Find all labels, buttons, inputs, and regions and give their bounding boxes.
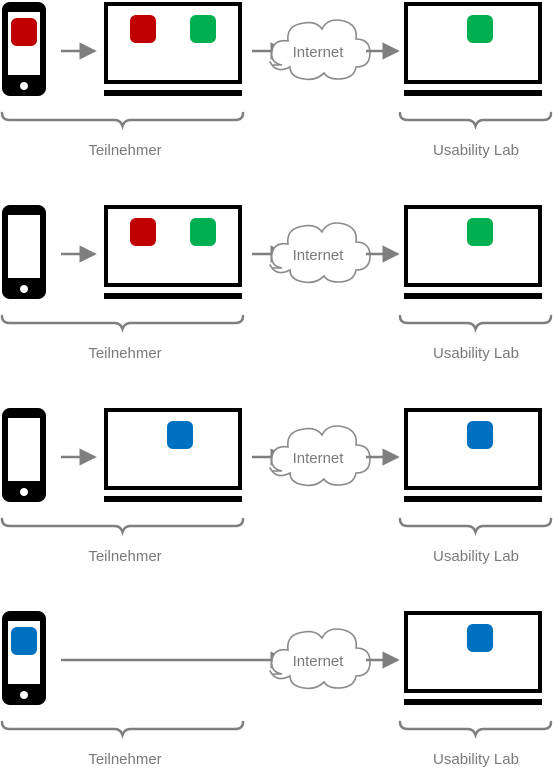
brace: [0, 720, 245, 739]
app-square-icon-green: [467, 15, 493, 43]
app-square-icon-red: [130, 15, 156, 43]
participant-label: Teilnehmer: [88, 548, 161, 565]
cloud-outline: [269, 628, 371, 690]
laptop-base: [404, 90, 542, 96]
cloud-label: Internet: [293, 44, 345, 61]
phone-screen: [8, 215, 40, 278]
app-square-icon-blue: [167, 421, 193, 449]
laptop-base: [104, 293, 242, 299]
cloud-label: Internet: [293, 450, 345, 467]
usability-lab-label: Usability Lab: [433, 142, 519, 159]
usability-lab-label: Usability Lab: [433, 751, 519, 768]
phone-home-button: [20, 82, 28, 90]
phone-home-button: [20, 691, 28, 699]
usability-lab-label: Usability Lab: [433, 548, 519, 565]
laptop-icon: [404, 2, 542, 96]
participant-label: Teilnehmer: [88, 345, 161, 362]
cloud-label: Internet: [293, 247, 345, 264]
laptop-icon: [404, 205, 542, 299]
cloud-outline: [269, 425, 371, 487]
brace: [398, 517, 553, 536]
laptop-base: [104, 496, 242, 502]
laptop-base: [404, 496, 542, 502]
laptop-icon: [104, 2, 242, 96]
cloud-icon: Internet: [269, 425, 371, 487]
laptop-screen: [104, 205, 242, 287]
cloud-icon: Internet: [269, 628, 371, 690]
cloud-outline: [269, 222, 371, 284]
brace: [0, 314, 245, 333]
brace: [0, 517, 245, 536]
cloud-outline: [269, 19, 371, 81]
cloud-icon: Internet: [269, 19, 371, 81]
app-square-icon-red: [11, 18, 37, 46]
laptop-base: [104, 90, 242, 96]
laptop-icon: [404, 408, 542, 502]
laptop-icon: [104, 205, 242, 299]
smartphone-icon: [2, 408, 46, 502]
app-square-icon-green: [467, 218, 493, 246]
participant-label: Teilnehmer: [88, 751, 161, 768]
laptop-icon: [104, 408, 242, 502]
app-square-icon-blue: [467, 624, 493, 652]
brace: [398, 314, 553, 333]
smartphone-icon: [2, 205, 46, 299]
laptop-screen: [104, 2, 242, 84]
phone-screen: [8, 418, 40, 481]
smartphone-icon: [2, 611, 46, 705]
phone-home-button: [20, 285, 28, 293]
phone-home-button: [20, 488, 28, 496]
laptop-base: [404, 293, 542, 299]
laptop-base: [404, 699, 542, 705]
app-square-icon-blue: [467, 421, 493, 449]
cloud-label: Internet: [293, 653, 345, 670]
usability-lab-label: Usability Lab: [433, 345, 519, 362]
laptop-icon: [404, 611, 542, 705]
app-square-icon-red: [130, 218, 156, 246]
brace: [398, 720, 553, 739]
smartphone-icon: [2, 2, 46, 96]
brace: [398, 111, 553, 130]
app-square-icon-blue: [11, 627, 37, 655]
app-square-icon-green: [190, 218, 216, 246]
participant-label: Teilnehmer: [88, 142, 161, 159]
app-square-icon-green: [190, 15, 216, 43]
cloud-icon: Internet: [269, 222, 371, 284]
brace: [0, 111, 245, 130]
